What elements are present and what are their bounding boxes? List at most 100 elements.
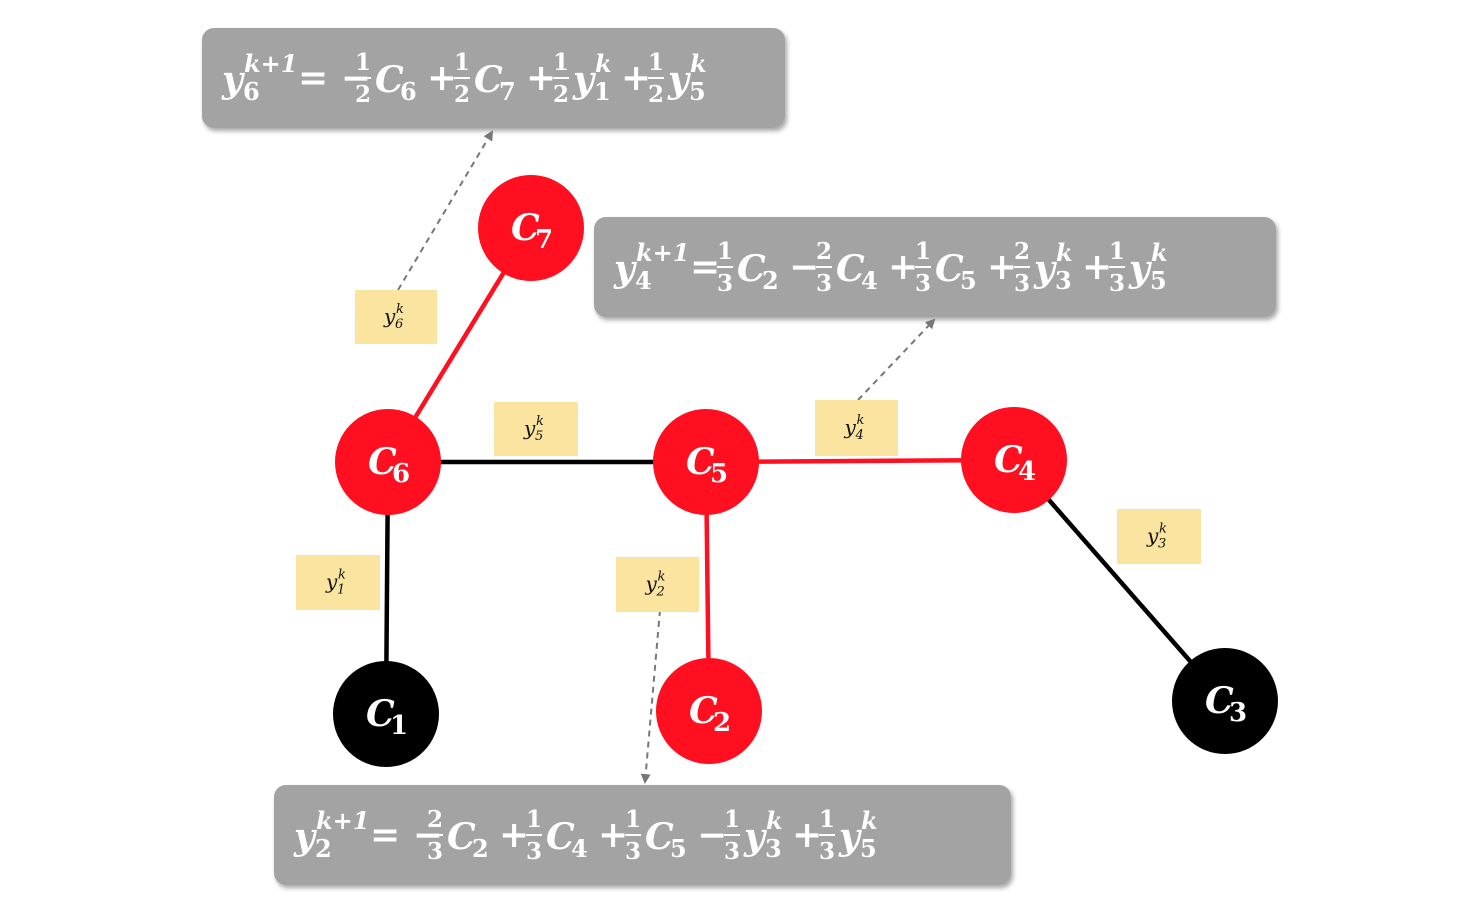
eq-y4-num-0: 1 xyxy=(717,238,733,265)
eq-y2-num-3: 1 xyxy=(724,806,740,833)
node-C1: C1 xyxy=(333,661,439,767)
eq-y2-den-0: 3 xyxy=(427,838,443,865)
dashed-arrow-1 xyxy=(397,130,494,291)
eq-y6-term-1-var: C xyxy=(474,59,503,101)
eq-y6-term-1-sub: 7 xyxy=(499,77,516,106)
note-sup: k xyxy=(338,568,346,583)
eq-y4-term-3-sup: k xyxy=(1056,238,1073,267)
note-box xyxy=(616,557,699,612)
eq-y4-term-4-sub: 5 xyxy=(1150,266,1167,295)
eq-y4-den-1: 3 xyxy=(816,270,832,297)
eq-y4-term-1-var: C xyxy=(836,248,865,290)
eq-y2-den-4: 3 xyxy=(819,838,835,865)
eq-y4-term-3-sub: 3 xyxy=(1055,266,1072,295)
eq-y6-term-3-sup: k xyxy=(690,49,707,78)
eq-y4-num-2: 1 xyxy=(915,238,931,265)
eq-y6-lhs-sub: 6 xyxy=(243,77,260,106)
note-box xyxy=(355,290,437,344)
eq-y4-term-4-sup: k xyxy=(1151,238,1168,267)
note-sup: k xyxy=(658,570,666,585)
eq-y4-num-4: 1 xyxy=(1109,238,1125,265)
node-circle xyxy=(335,409,441,515)
eq-y2-term-3: y xyxy=(743,816,767,858)
eq-y6-num-0: 1 xyxy=(355,49,371,76)
eq-y4-num-3: 2 xyxy=(1014,238,1030,265)
eq-y4-den-2: 3 xyxy=(915,270,931,297)
eq-y6-lhs-var: y xyxy=(221,59,245,101)
eq-y2-term-4-sub: 5 xyxy=(860,834,877,863)
eq-y4-term-0: C xyxy=(737,248,766,290)
eq-y4-den-0: 3 xyxy=(717,270,733,297)
eq-y6-num-1: 1 xyxy=(454,49,470,76)
eq-y4-lhs-var: y xyxy=(613,248,637,290)
note-sub: 5 xyxy=(535,429,543,444)
eq-y4-term-0-sub: 2 xyxy=(762,266,779,295)
eq-y2-lhs-sub: 2 xyxy=(315,834,332,863)
eq-y2-term-0: C xyxy=(447,816,476,858)
eq-y2-num-2: 1 xyxy=(625,806,641,833)
eq-y4-num-1: 2 xyxy=(816,238,832,265)
note-sub: 1 xyxy=(337,583,345,598)
dashed-arrow-3 xyxy=(640,609,661,784)
eq-y6-lhs: y xyxy=(221,59,245,101)
eq-y4-op-0: = xyxy=(690,246,720,288)
node-C6: C6 xyxy=(335,409,441,515)
eq-y4-term-2: C xyxy=(935,248,964,290)
eq-y4-term-4-var: y xyxy=(1128,248,1152,290)
note-var: y xyxy=(325,570,338,594)
eq-y2-num-1: 1 xyxy=(526,806,542,833)
node-C7: C7 xyxy=(478,175,584,281)
equation-box xyxy=(594,217,1276,317)
node-letter: C xyxy=(511,207,540,249)
node-C3: C3 xyxy=(1172,648,1278,754)
eq-y2-term-3-sub: 3 xyxy=(765,834,782,863)
eq-y6-term-2-sub: 1 xyxy=(594,77,611,106)
eq-y2-den-3: 3 xyxy=(724,838,740,865)
eq-y4-den-3: 3 xyxy=(1014,270,1030,297)
eq-y2-lhs-var: y xyxy=(293,816,317,858)
eq-y4-lhs: y xyxy=(613,248,637,290)
eq-y6-term-2: y xyxy=(572,59,596,101)
note-sub: 4 xyxy=(855,428,864,443)
note-sup: k xyxy=(396,302,404,317)
node-letter: C xyxy=(689,690,718,732)
note-var: y xyxy=(383,304,396,328)
node-circle xyxy=(1172,648,1278,754)
eq-y6-term-2-var: y xyxy=(572,59,596,101)
eq-y2-term-4-sup: k xyxy=(861,806,878,835)
node-circle xyxy=(656,658,762,764)
dashed-arrow-2 xyxy=(857,318,936,401)
note-sub: 6 xyxy=(395,317,403,332)
note-box xyxy=(1117,509,1201,564)
eq-y2-term-1-sub: 4 xyxy=(571,834,588,863)
node-C5: C5 xyxy=(653,409,759,515)
note-sup: k xyxy=(536,414,544,429)
eq-y4-den-4: 3 xyxy=(1109,270,1125,297)
node-subscript: 6 xyxy=(392,459,410,489)
eq-y2-term-3-var: y xyxy=(743,816,767,858)
eq-y2-term-1: C xyxy=(546,816,575,858)
eq-y4-term-2-var: C xyxy=(935,248,964,290)
eq-y6-term-0-sub: 6 xyxy=(400,77,417,106)
note-box xyxy=(494,402,578,456)
note-sub: 2 xyxy=(656,585,665,600)
note-sup: k xyxy=(857,413,865,428)
eq-y4-lhs-sub: 4 xyxy=(635,266,652,295)
eq-y6-term-3-var: y xyxy=(667,59,691,101)
eq-y2-lhs-sup: k+1 xyxy=(316,806,369,835)
eq-y2-term-2-var: C xyxy=(645,816,674,858)
node-letter: C xyxy=(366,693,395,735)
eq-y2-num-0: 2 xyxy=(427,806,443,833)
edge-C4-C3 xyxy=(1012,458,1227,703)
eq-y4-op-2: + xyxy=(888,246,918,288)
eq-y2-num-4: 1 xyxy=(819,806,835,833)
